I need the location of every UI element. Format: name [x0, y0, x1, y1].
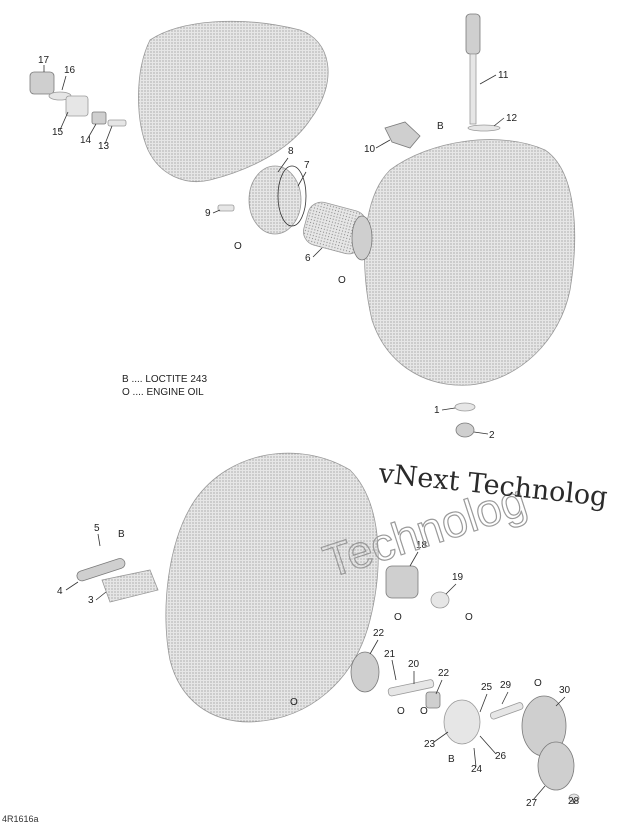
- mark-o-9: O: [234, 241, 242, 252]
- pump-housing: [385, 565, 450, 609]
- callout-10: 10: [364, 144, 376, 155]
- dipstick: [465, 13, 501, 132]
- callout-19: 19: [452, 572, 464, 583]
- legend-engine-oil: O .... ENGINE OIL: [122, 387, 204, 398]
- callout-26: 26: [495, 751, 507, 762]
- callout-23: 23: [424, 739, 436, 750]
- oil-pump-gear-train: [350, 651, 580, 803]
- callout-8: 8: [288, 146, 294, 157]
- upper-crankcase: [138, 20, 329, 182]
- spring-and-strainer: [76, 558, 159, 603]
- callout-5: 5: [94, 523, 100, 534]
- callout-2: 2: [489, 430, 495, 441]
- callout-9: 9: [205, 208, 211, 219]
- callouts: 17 16 15 14 13 11 12 10 8 7 9 6 1 2 5 4 …: [38, 55, 580, 809]
- lower-crankcase: [165, 452, 379, 723]
- mark-o-6: O: [338, 275, 346, 286]
- callout-27: 27: [526, 798, 538, 809]
- callout-21: 21: [384, 649, 396, 660]
- plug-parts: [454, 402, 476, 438]
- mark-b-10: B: [437, 121, 444, 132]
- mark-o-19: O: [465, 612, 473, 623]
- callout-22a: 22: [373, 628, 385, 639]
- callout-22b: 22: [438, 668, 450, 679]
- filter-cover: [217, 165, 307, 235]
- callout-16: 16: [64, 65, 76, 76]
- callout-14: 14: [80, 135, 92, 146]
- figure-code: 4R1616a: [2, 814, 39, 824]
- callout-1: 1: [434, 405, 440, 416]
- callout-18: 18: [416, 540, 428, 551]
- callout-11: 11: [498, 70, 509, 81]
- mark-o-crankcase: O: [290, 697, 298, 708]
- mark-o-shaft: O: [397, 706, 405, 717]
- callout-24: 24: [471, 764, 483, 775]
- callout-4: 4: [57, 586, 63, 597]
- callout-20: 20: [408, 659, 420, 670]
- callout-6: 6: [305, 253, 311, 264]
- callout-13: 13: [98, 141, 110, 152]
- mark-o-18: O: [394, 612, 402, 623]
- legend: B .... LOCTITE 243 O .... ENGINE OIL: [122, 374, 207, 398]
- callout-12: 12: [506, 113, 518, 124]
- fitting: [384, 121, 421, 149]
- callout-17: 17: [38, 55, 50, 66]
- callout-25: 25: [481, 682, 493, 693]
- right-crankcase: [364, 139, 576, 386]
- mark-b-5: B: [118, 529, 125, 540]
- callout-7: 7: [304, 160, 310, 171]
- mark-o-29: O: [534, 678, 542, 689]
- oil-filter: [303, 201, 373, 261]
- legend-loctite: B .... LOCTITE 243: [122, 374, 207, 385]
- plug-assembly: [29, 71, 127, 127]
- callout-30: 30: [559, 685, 571, 696]
- callout-15: 15: [52, 127, 64, 138]
- mark-b-23: B: [448, 754, 455, 765]
- mark-o-22: O: [420, 706, 428, 717]
- callout-29: 29: [500, 680, 512, 691]
- callout-3: 3: [88, 595, 94, 606]
